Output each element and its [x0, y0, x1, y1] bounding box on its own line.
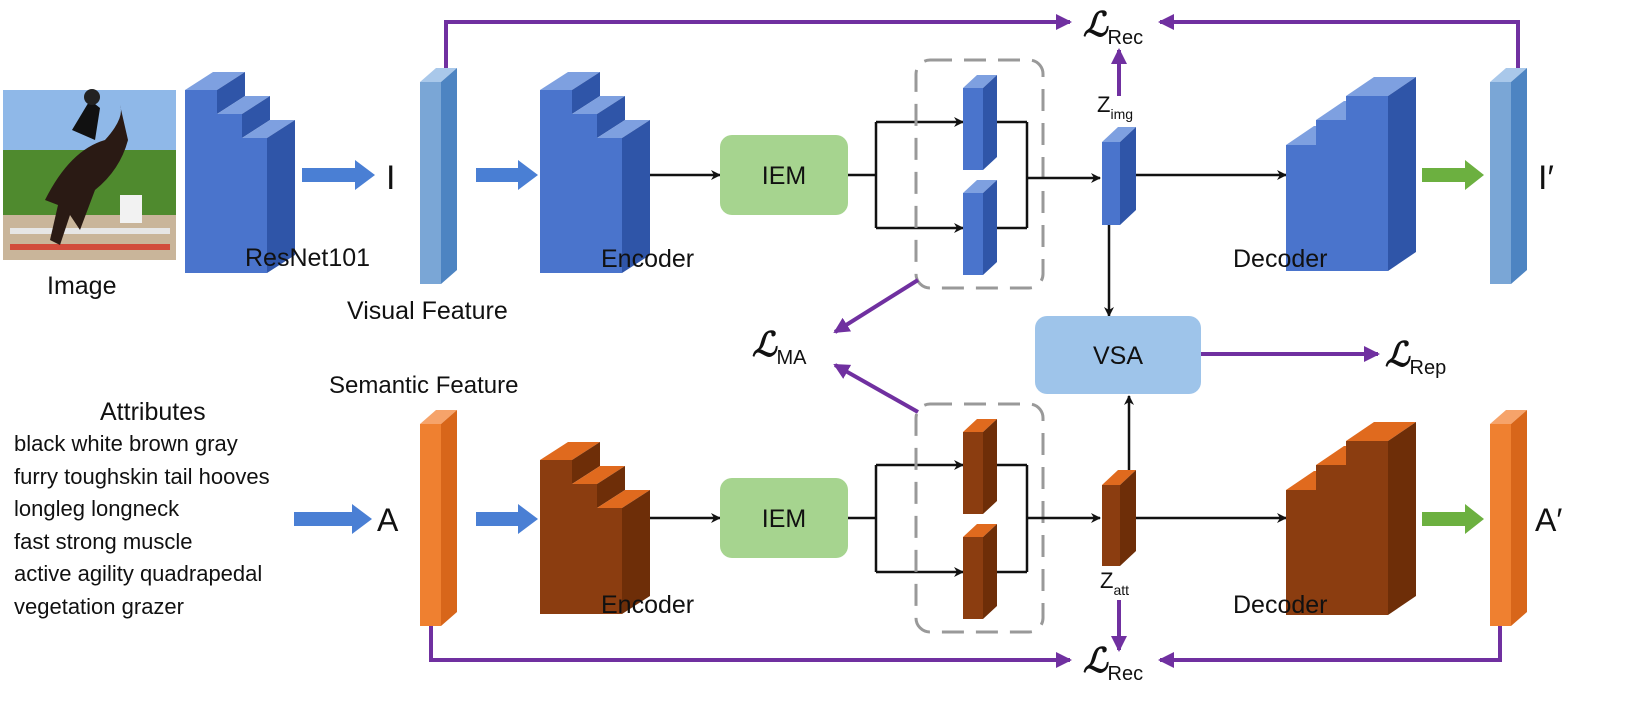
arrow-decoder-to-Aprime	[1422, 504, 1484, 534]
latent-mean-block-bottom	[963, 419, 997, 514]
arrow-feature-to-encoder-bottom	[476, 504, 538, 534]
attributes-title: Attributes	[100, 398, 206, 426]
loss-rep: ℒRep	[1385, 335, 1446, 379]
arrow-Aprime-to-lrec-bottom	[1158, 626, 1502, 668]
arrow-feature-to-lrec-bottom	[429, 626, 1072, 668]
z-att-label: Zatt	[1100, 568, 1129, 598]
latent-mean-block-top	[963, 75, 997, 170]
attributes-block: Attributes black white brown gray furry …	[14, 396, 344, 623]
attribute-line: vegetation grazer	[14, 593, 184, 619]
semantic-feature-label: Semantic Feature	[329, 372, 518, 399]
resnet-label: ResNet101	[245, 244, 370, 272]
dashed-group-top	[914, 58, 1045, 290]
reconstructed-semantic-bar	[1490, 410, 1527, 626]
reconstructed-feature-bar	[1490, 68, 1527, 284]
attribute-line: active agility quadrapedal	[14, 561, 263, 586]
encoder-top-label: Encoder	[601, 245, 694, 273]
decoder-bottom-label: Decoder	[1233, 591, 1328, 619]
var-Aprime-label: A′	[1535, 502, 1562, 538]
iem-top-label: IEM	[762, 162, 806, 190]
latent-var-block-top	[963, 180, 997, 275]
vsa-label: VSA	[1093, 342, 1143, 370]
resnet-block	[185, 72, 295, 273]
loss-ma: ℒMA	[752, 325, 807, 369]
arrow-dashed-top-to-lma	[833, 278, 920, 334]
z-img-block	[1102, 127, 1136, 225]
loss-rec-bottom: ℒRec	[1083, 641, 1143, 685]
semantic-feature-bar	[420, 410, 457, 626]
z-att-block	[1102, 470, 1136, 566]
arrow-feature-to-lrec-top	[444, 14, 1072, 68]
arrow-resnet-to-I	[302, 160, 375, 190]
visual-feature-label: Visual Feature	[347, 297, 508, 325]
arrow-Iprime-to-lrec-top	[1158, 14, 1520, 68]
iem-bottom-label: IEM	[762, 505, 806, 533]
iem-bottom-box	[720, 478, 848, 558]
latent-var-block-bottom	[963, 524, 997, 619]
arrow-attributes-to-A	[294, 504, 372, 534]
loss-rec-top: ℒRec	[1083, 5, 1143, 49]
attributes-list: black white brown gray furry toughskin t…	[14, 428, 344, 623]
arrow-dashed-bottom-to-lma	[833, 363, 919, 414]
visual-feature-bar	[420, 68, 457, 284]
encoder-bottom-label: Encoder	[601, 591, 694, 619]
input-image	[3, 89, 176, 260]
image-label: Image	[47, 272, 116, 300]
attribute-line: fast strong muscle	[14, 528, 193, 554]
decoder-bottom-block	[1286, 422, 1416, 615]
z-img-label: Zimg	[1097, 92, 1133, 122]
attribute-line: black white brown gray	[14, 431, 238, 456]
encoder-bottom-block	[540, 442, 650, 614]
attribute-line: furry toughskin tail hooves	[14, 463, 270, 489]
var-I-label: I	[386, 159, 395, 197]
arrow-feature-to-encoder-top	[476, 160, 538, 190]
var-A-label: A	[377, 502, 399, 538]
iem-top-box	[720, 135, 848, 215]
vsa-box	[1035, 316, 1201, 394]
decoder-top-block	[1286, 77, 1416, 271]
decoder-top-label: Decoder	[1233, 245, 1328, 273]
encoder-top-block	[540, 72, 650, 273]
arrow-decoder-to-Iprime	[1422, 160, 1484, 190]
var-Iprime-label: I′	[1538, 159, 1554, 197]
attribute-line: longleg longneck	[14, 496, 180, 521]
